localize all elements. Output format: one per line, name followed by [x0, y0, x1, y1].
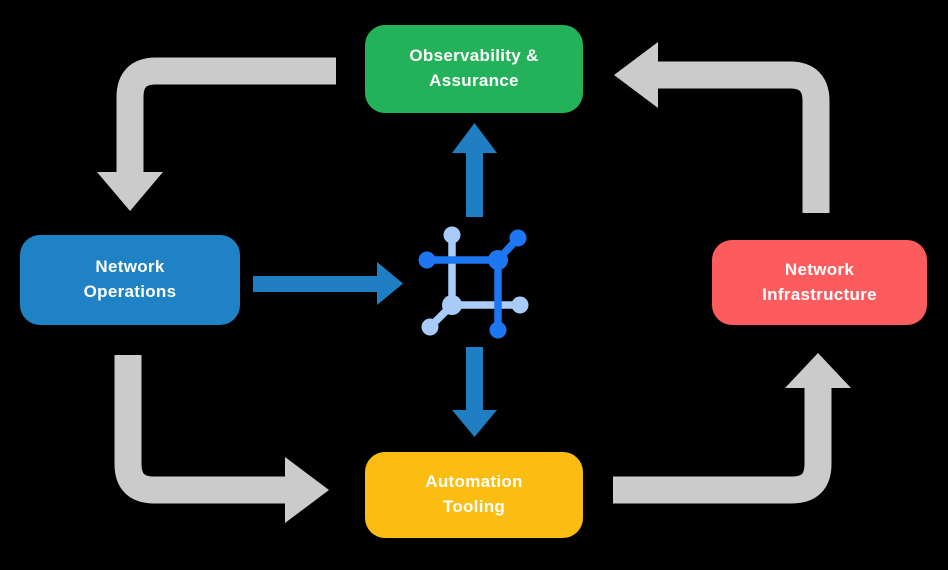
- node-observability-label: Observability & Assurance: [409, 46, 539, 90]
- node-network-infrastructure: Network Infrastructure: [712, 240, 927, 325]
- edge-observability-to-operations-pipe: [116, 57, 336, 173]
- edge-operations-to-icon-arrow: [253, 262, 403, 305]
- icon-light-node-right: [511, 296, 529, 314]
- edge-icon-to-automation-arrow: [452, 347, 497, 437]
- node-infrastructure-label: Network Infrastructure: [762, 259, 877, 304]
- node-observability-assurance: Observability & Assurance: [365, 25, 583, 113]
- edge-operations-to-automation-pipe: [114, 355, 286, 504]
- icon-dark-node-bottom: [489, 321, 507, 339]
- node-automation-label: Automation Tooling: [425, 472, 523, 516]
- edge-observability-to-operations-arrowhead: [97, 172, 163, 211]
- icon-dark-junction: [488, 250, 508, 270]
- edge-automation-to-infrastructure-pipe: [613, 388, 832, 504]
- edge-automation-to-infrastructure-arrowhead: [785, 353, 851, 388]
- node-automation-tooling: Automation Tooling: [365, 452, 583, 538]
- edge-infrastructure-to-observability-arrowhead: [614, 42, 658, 108]
- node-network-operations: Network Operations: [20, 235, 240, 325]
- icon-light-node-top: [443, 226, 461, 244]
- icon-light-node-bottom-left: [421, 318, 439, 336]
- edge-infrastructure-to-observability-pipe: [657, 61, 830, 213]
- edge-icon-to-observability-arrow: [452, 123, 497, 217]
- edge-operations-to-automation-arrowhead: [285, 457, 329, 523]
- icon-dark-node-top-right: [509, 229, 527, 247]
- icon-light-junction: [442, 295, 462, 315]
- node-operations-label: Network Operations: [83, 257, 177, 301]
- network-fabric-icon: [418, 226, 529, 339]
- icon-dark-node-left: [418, 251, 436, 269]
